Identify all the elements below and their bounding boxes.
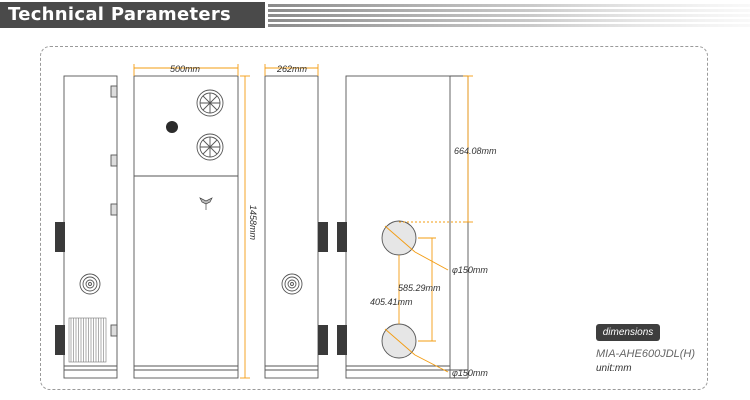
dim-depth-label: 262mm (277, 64, 308, 74)
dim-height-label: 1458mm (248, 205, 258, 241)
unit-label: unit:mm (596, 363, 632, 374)
dimensions-badge: dimensions (596, 324, 660, 341)
page-title: Technical Parameters (8, 4, 232, 25)
fan-grille-icon (79, 273, 101, 295)
control-knob-icon (166, 121, 178, 133)
dim-duct-diameter-upper-label: φ150mm (452, 265, 488, 275)
dim-duct-spacing-outer-label: 585.29mm (398, 283, 441, 293)
header-stripes (268, 4, 750, 27)
drawing-frame (40, 46, 708, 390)
side-view-narrow (264, 75, 328, 379)
fan-grille-icon (196, 89, 224, 117)
header-bar: Technical Parameters (0, 2, 265, 28)
dim-top-to-duct-label: 664.08mm (454, 146, 497, 156)
dim-duct-diameter-lower-label: φ150mm (452, 368, 488, 378)
dim-width-label: 500mm (170, 64, 201, 74)
vent-louver-icon (68, 317, 107, 363)
fan-grille-icon (281, 273, 303, 295)
dim-duct-spacing-inner-label: 405.41mm (370, 297, 413, 307)
front-view (133, 75, 239, 379)
brand-logo-icon (199, 197, 213, 210)
model-number: MIA-AHE600JDL(H) (596, 348, 696, 360)
fan-grille-icon (196, 133, 224, 161)
